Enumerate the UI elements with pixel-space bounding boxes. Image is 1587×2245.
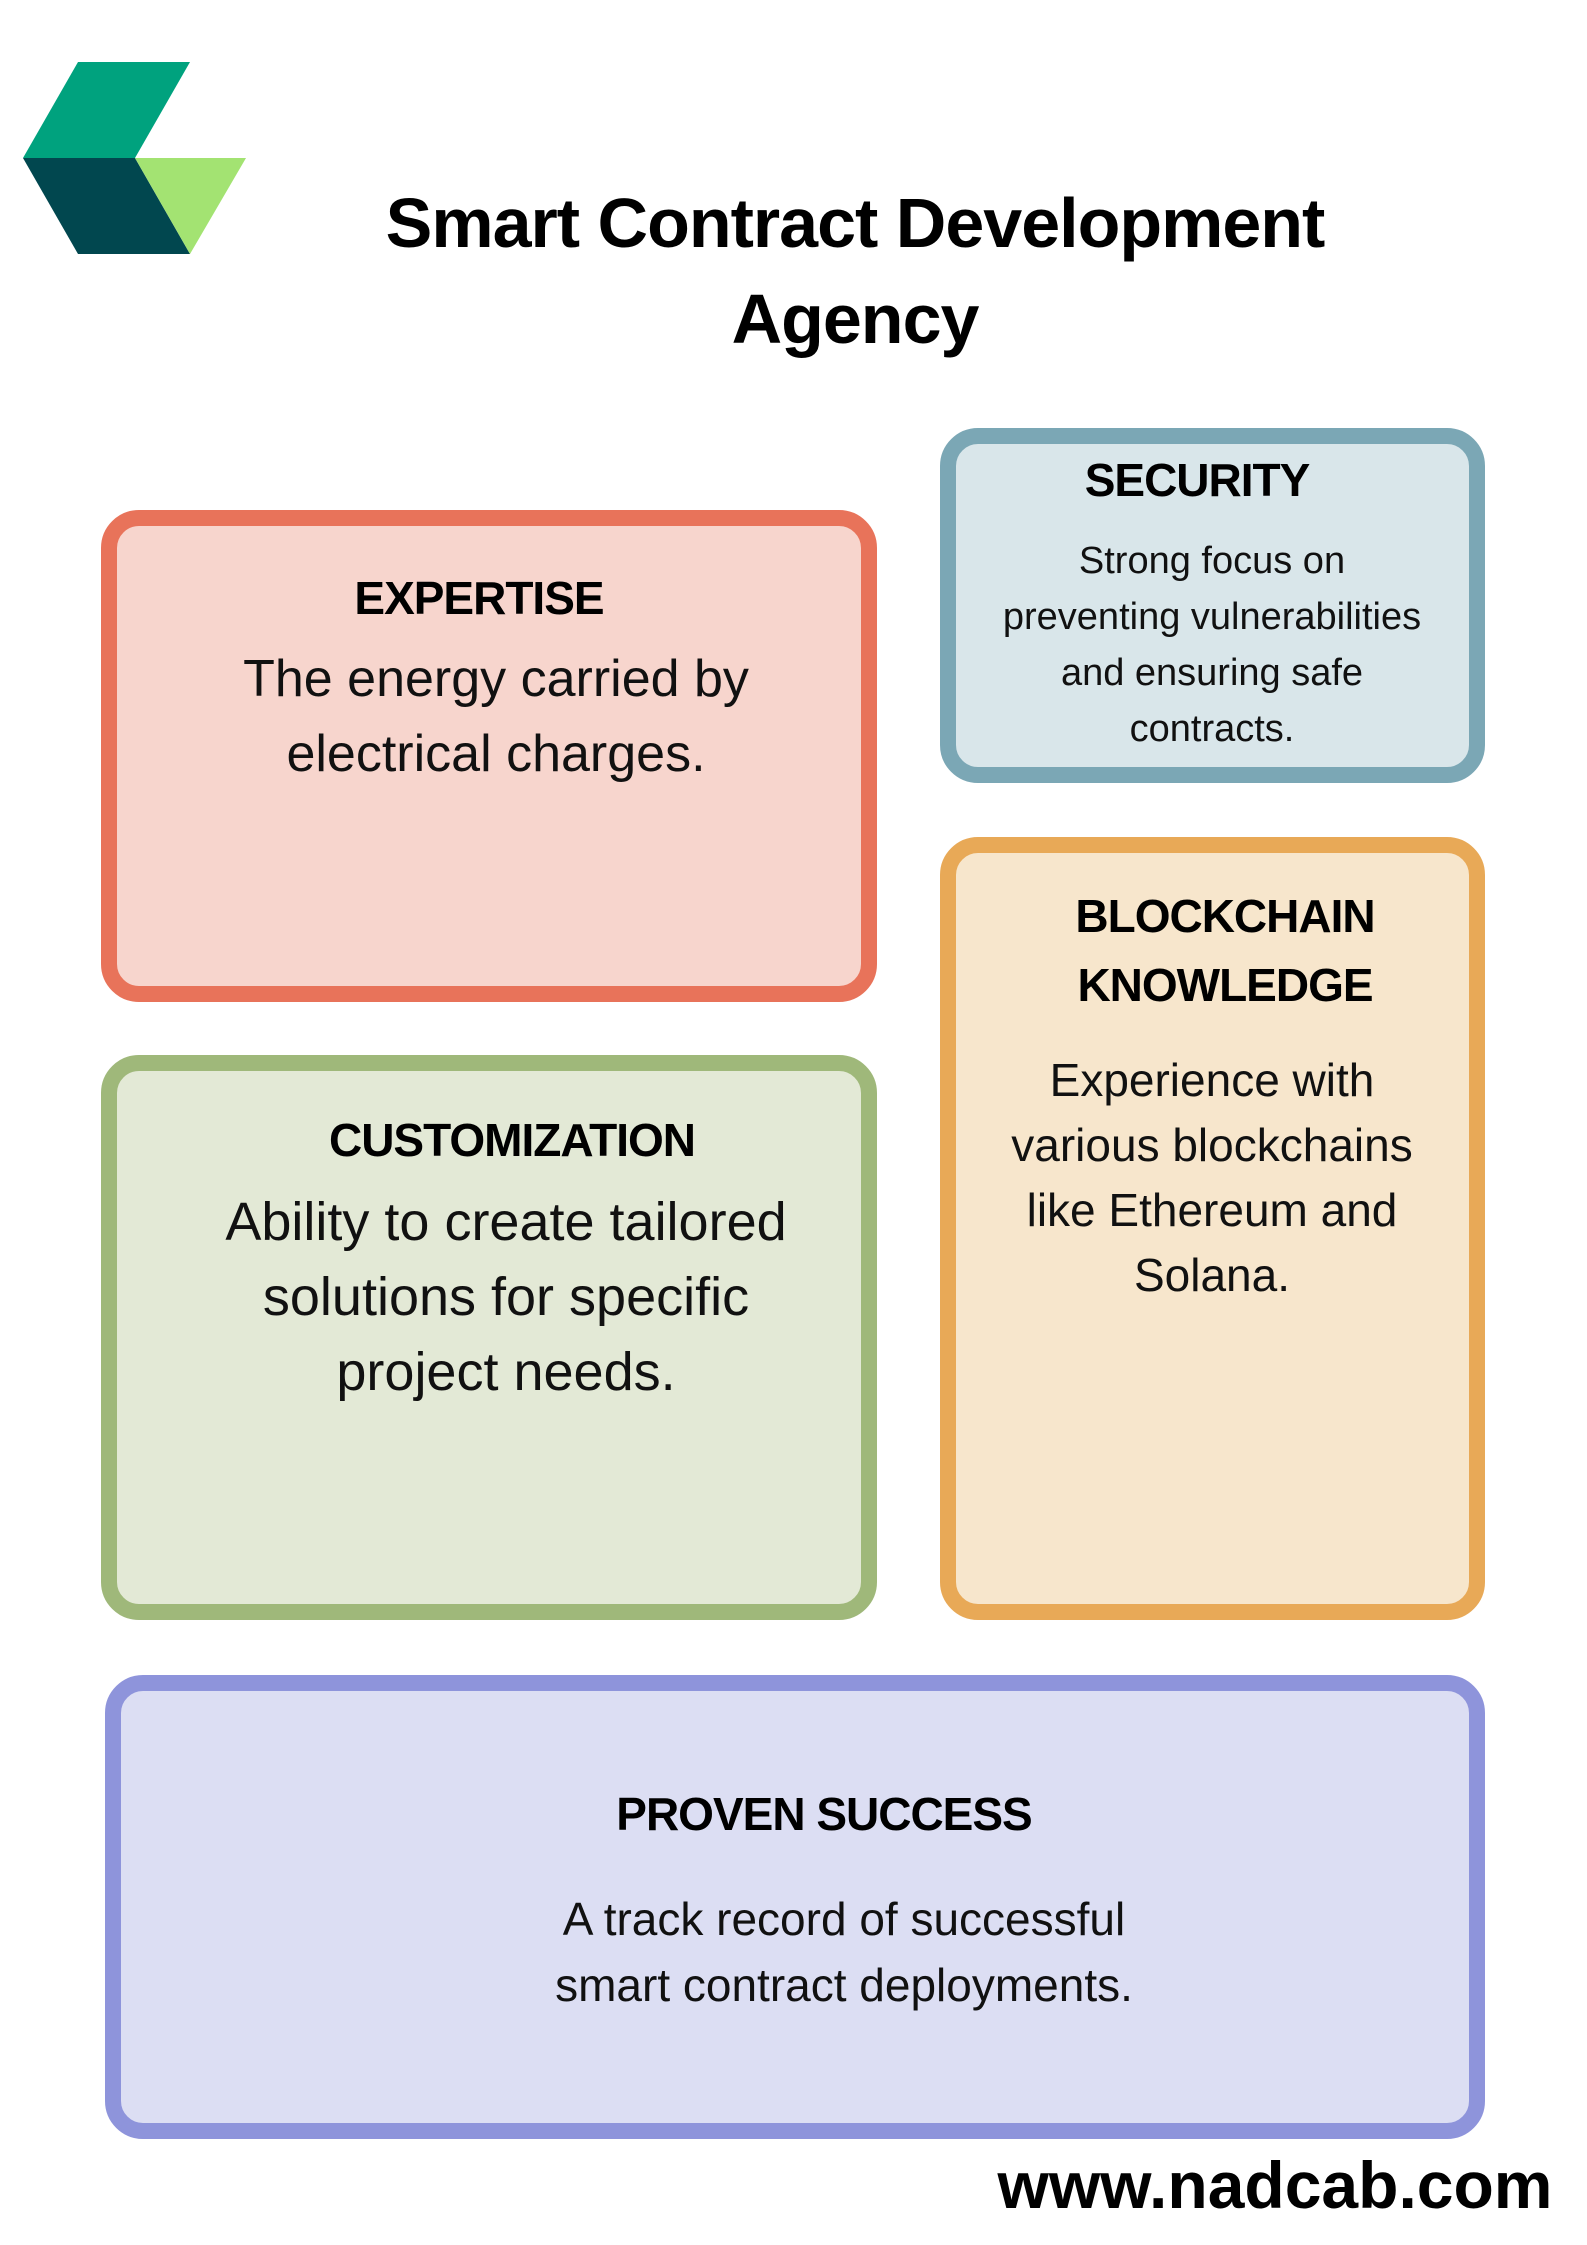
body-line: solutions for specific (262, 1267, 750, 1327)
customization-heading: CUSTOMIZATION (328, 1114, 696, 1166)
heading-line: BLOCKCHAIN (1075, 890, 1375, 942)
body-line: various blockchains (1011, 1119, 1413, 1171)
blockchain-heading: BLOCKCHAIN KNOWLEDGE (1025, 882, 1425, 1020)
body-line: project needs. (336, 1342, 676, 1402)
proven-success-body: A track record of successful smart contr… (494, 1886, 1194, 2018)
body-line: Solana. (1133, 1249, 1290, 1301)
proven-success-card (105, 1675, 1485, 2139)
body-line: Strong focus on (1078, 540, 1346, 582)
security-heading: SECURITY (1084, 454, 1311, 506)
security-card (940, 428, 1485, 783)
proven-success-heading: PROVEN SUCCESS (616, 1788, 1032, 1840)
expertise-heading: EXPERTISE (354, 572, 604, 624)
body-line: electrical charges. (286, 725, 706, 783)
body-line: preventing vulnerabilities (1002, 596, 1422, 638)
title-line: Smart Contract Development (385, 184, 1326, 262)
expertise-body: The energy carried by electrical charges… (196, 642, 796, 792)
body-line: like Ethereum and (1026, 1184, 1398, 1236)
website-url: www.nadcab.com (997, 2148, 1553, 2222)
customization-body: Ability to create tailored solutions for… (156, 1185, 856, 1410)
page-title: Smart Contract Development Agency (250, 175, 1460, 367)
body-line: A track record of successful (562, 1893, 1126, 1945)
title-line: Agency (731, 280, 980, 358)
logo-icon (23, 62, 246, 254)
body-line: Experience with (1049, 1054, 1375, 1106)
body-line: The energy carried by (243, 650, 749, 708)
body-line: and ensuring safe (1060, 652, 1364, 694)
security-body: Strong focus on preventing vulnerabiliti… (962, 533, 1462, 757)
body-line: smart contract deployments. (555, 1959, 1133, 2011)
customization-card (101, 1055, 877, 1620)
expertise-card (101, 510, 877, 1002)
body-line: contracts. (1129, 708, 1295, 750)
heading-line: KNOWLEDGE (1077, 959, 1373, 1011)
blockchain-body: Experience with various blockchains like… (962, 1048, 1462, 1308)
body-line: Ability to create tailored (225, 1192, 787, 1252)
blockchain-knowledge-card (940, 837, 1485, 1620)
